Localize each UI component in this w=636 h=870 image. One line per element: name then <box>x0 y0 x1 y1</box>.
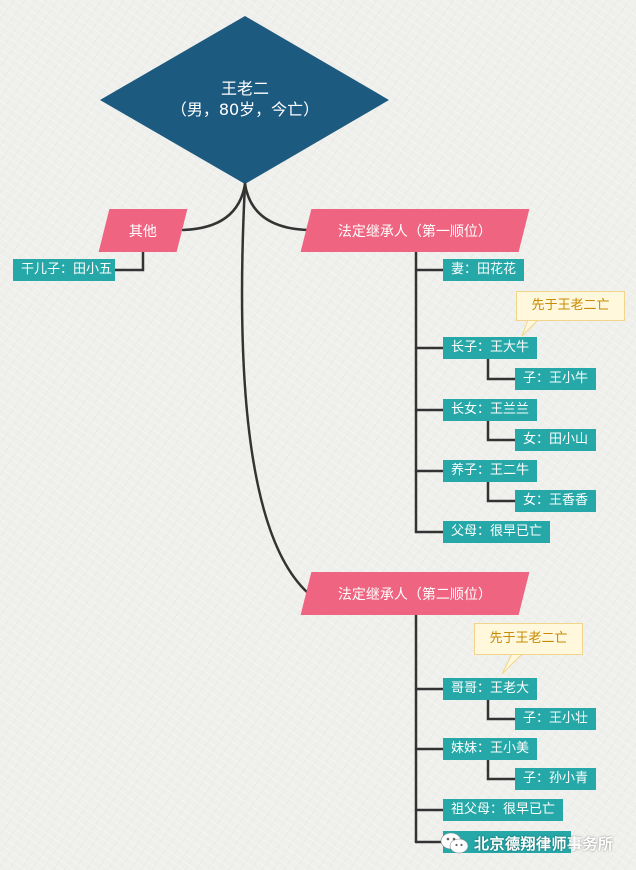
node-younger-sister-child[interactable]: 子：孙小青 <box>515 768 597 790</box>
branch-first-order[interactable]: 法定继承人（第一顺位） <box>300 209 530 252</box>
root-diamond <box>100 16 389 184</box>
node-elder-brother[interactable]: 哥哥：王老大 <box>443 678 538 700</box>
root-details: （男，80岁，今亡） <box>170 100 320 119</box>
node-eldest-son[interactable]: 长子：王大牛 <box>443 337 538 359</box>
root-node[interactable]: 王老二 （男，80岁，今亡） <box>140 78 350 120</box>
node-godson[interactable]: 干儿子：田小五 <box>13 259 115 281</box>
link-root-others <box>181 182 247 232</box>
branch-second-order-label: 法定继承人（第二顺位） <box>338 586 492 603</box>
node-eldest-daughter[interactable]: 长女：王兰兰 <box>443 399 538 421</box>
branch-others[interactable]: 其他 <box>98 209 188 252</box>
node-elder-brother-child[interactable]: 子：王小壮 <box>515 708 597 730</box>
node-eldest-son-child[interactable]: 子：王小牛 <box>515 368 597 390</box>
node-eldest-daughter-child[interactable]: 女：田小山 <box>515 429 597 451</box>
node-hidden-partial[interactable] <box>443 831 571 853</box>
link-root-first <box>243 182 310 232</box>
node-adopted-son[interactable]: 养子：王二牛 <box>443 460 538 482</box>
branch-first-order-label: 法定继承人（第一顺位） <box>338 223 492 240</box>
watermark-text: 北京德翔律师事务所 <box>474 834 614 853</box>
node-younger-sister[interactable]: 妹妹：王小美 <box>443 738 538 760</box>
root-name: 王老二 <box>220 79 269 98</box>
watermark: 北京德翔律师事务所 <box>440 828 614 858</box>
node-grandparents[interactable]: 祖父母：很早已亡 <box>443 799 564 821</box>
node-parents[interactable]: 父母：很早已亡 <box>443 521 551 543</box>
wechat-icon <box>440 832 469 854</box>
link-root-second <box>240 182 310 595</box>
branch-others-label: 其他 <box>129 223 157 240</box>
link-others-child <box>113 250 145 272</box>
note-predeceased-first: 先于王老二亡 <box>516 291 625 321</box>
branch-second-order[interactable]: 法定继承人（第二顺位） <box>300 572 530 615</box>
node-wife[interactable]: 妻：田花花 <box>443 259 525 281</box>
note-predeceased-second: 先于王老二亡 <box>474 623 583 655</box>
node-adopted-son-child[interactable]: 女：王香香 <box>515 490 597 512</box>
